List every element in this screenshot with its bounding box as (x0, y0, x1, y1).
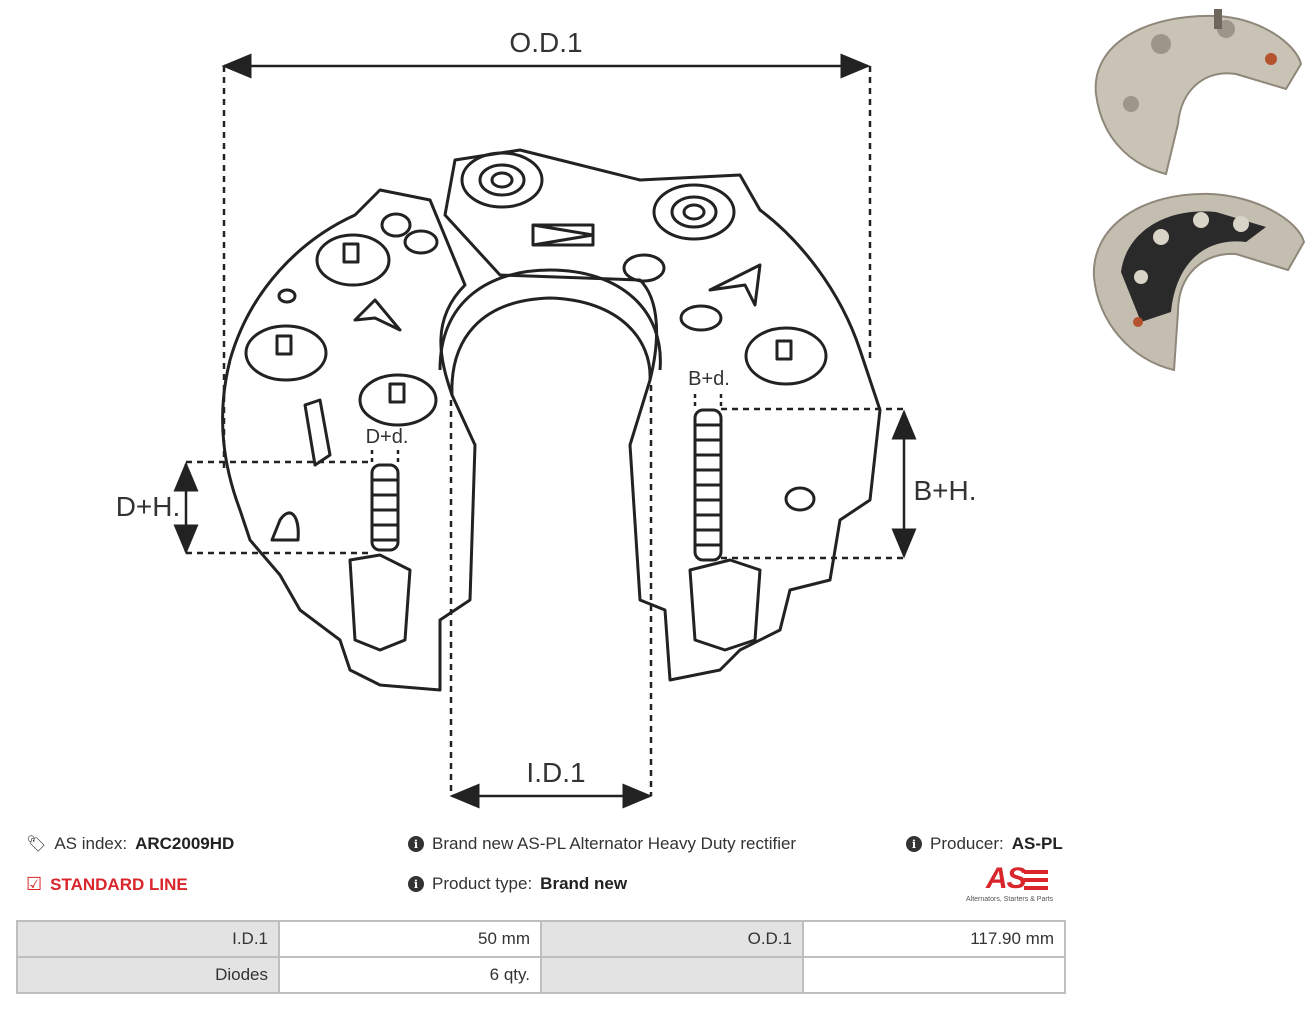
product-photo-bottom[interactable] (1086, 182, 1308, 374)
table-row: I.D.1 50 mm O.D.1 117.90 mm (16, 920, 1066, 958)
info-icon: i (408, 876, 424, 892)
spec-label: Diodes (16, 956, 280, 994)
od-label: O.D.1 (509, 27, 582, 58)
as-index-value: ARC2009HD (135, 834, 235, 853)
info-icon: i (408, 836, 424, 852)
as-index-row: 🏷 AS index: ARC2009HD (26, 834, 234, 854)
as-index-label: AS index: (54, 834, 128, 853)
info-icon: i (906, 836, 922, 852)
description-row: i Brand new AS-PL Alternator Heavy Duty … (408, 834, 796, 854)
as-pl-logo: AS Alternators, Starters & Parts (960, 862, 1066, 906)
tags-icon: 🏷 (26, 836, 47, 853)
spec-label (540, 956, 804, 994)
spec-value: 6 qty. (278, 956, 542, 994)
spec-value (802, 956, 1066, 994)
product-type-label: Product type: (432, 874, 533, 893)
logo-text: AS (986, 862, 1027, 895)
dh-label: D+H. (116, 491, 181, 522)
producer-label: Producer: (930, 834, 1004, 853)
logo-tagline: Alternators, Starters & Parts (966, 896, 1054, 903)
spec-label: O.D.1 (540, 920, 804, 958)
dd-label: D+d. (366, 426, 409, 448)
rectifier-technical-drawing: O.D.1 I.D.1 B+d. D+d. D+H. B+H. (116, 27, 977, 809)
standard-line-label: STANDARD LINE (50, 874, 188, 894)
product-type-value: Brand new (540, 874, 628, 893)
check-square-icon: ☑ (26, 874, 43, 894)
product-type-row: i Product type: Brand new (408, 874, 627, 894)
standard-line-row: ☑ STANDARD LINE (26, 874, 188, 895)
producer-row: i Producer: AS-PL (906, 834, 1063, 854)
rectifier-left-plate (221, 188, 477, 692)
rectifier-right-plate (443, 148, 882, 682)
description-text: Brand new AS-PL Alternator Heavy Duty re… (432, 834, 797, 853)
table-row: Diodes 6 qty. (16, 956, 1066, 994)
product-photo-top[interactable] (1086, 4, 1308, 176)
id-label: I.D.1 (526, 757, 585, 788)
specs-table: I.D.1 50 mm O.D.1 117.90 mm Diodes 6 qty… (16, 920, 1066, 994)
producer-value: AS-PL (1011, 834, 1063, 853)
bh-label: B+H. (913, 475, 976, 506)
center-arch (450, 296, 652, 396)
logo-stripes-icon (1024, 870, 1048, 890)
bd-label: B+d. (688, 368, 730, 390)
spec-value: 117.90 mm (802, 920, 1066, 958)
spec-value: 50 mm (278, 920, 542, 958)
spec-label: I.D.1 (16, 920, 280, 958)
